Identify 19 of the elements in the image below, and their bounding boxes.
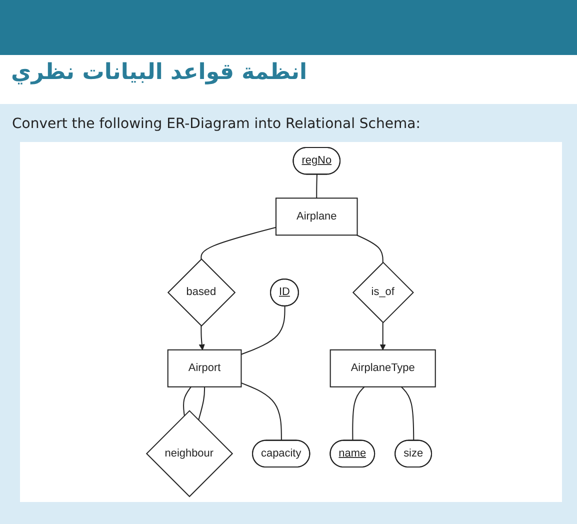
node-box: Airport [167, 349, 242, 388]
node-box: Airplane [275, 198, 358, 236]
arrow [198, 326, 205, 350]
connector [316, 174, 318, 198]
connector [400, 386, 414, 441]
connector [183, 386, 192, 416]
node-diamond: is_of [352, 262, 414, 324]
connector [241, 306, 286, 355]
node-diamond: neighbour [146, 410, 234, 498]
arrow [380, 322, 386, 350]
connector [352, 386, 365, 441]
page-heading: انظمة قواعد البيانات نظري [10, 59, 308, 87]
connector [198, 386, 206, 420]
connector [241, 382, 282, 441]
connector [356, 234, 384, 262]
instruction-text: Convert the following ER-Diagram into Relational Schema: [12, 116, 420, 132]
connector [200, 226, 276, 260]
node-box: AirplaneType [330, 349, 436, 388]
node-diamond: based [167, 258, 236, 327]
